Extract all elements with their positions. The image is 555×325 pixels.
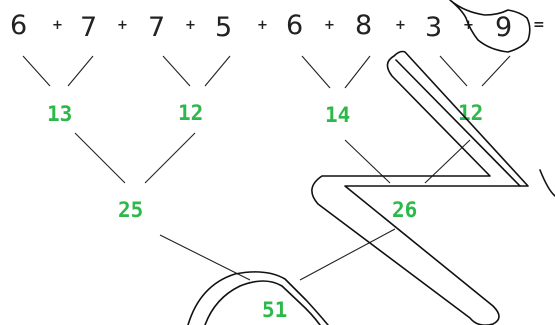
sum-51-total: 51 bbox=[262, 298, 287, 322]
term-1: 6 bbox=[10, 10, 27, 41]
term-5: 6 bbox=[286, 10, 303, 41]
connectors-total bbox=[160, 229, 395, 280]
plus-sign-4: + bbox=[257, 18, 268, 33]
plus-sign-2: + bbox=[117, 18, 128, 33]
plus-sign-6: + bbox=[395, 18, 406, 33]
term-3: 7 bbox=[148, 12, 165, 43]
connectors-level1 bbox=[23, 56, 510, 88]
term-7: 3 bbox=[425, 12, 442, 43]
sum-14: 14 bbox=[325, 103, 350, 127]
sum-13: 13 bbox=[47, 102, 72, 126]
level1-sums: 13 12 14 12 bbox=[47, 101, 483, 127]
equals-sign: = bbox=[533, 17, 545, 33]
plus-sign-5: + bbox=[324, 18, 335, 33]
term-4: 5 bbox=[215, 12, 232, 43]
sum-12-left: 12 bbox=[178, 101, 203, 125]
level2-sums: 25 26 bbox=[118, 198, 417, 222]
term-6: 8 bbox=[355, 10, 372, 41]
term-2: 7 bbox=[80, 12, 97, 43]
plus-sign-3: + bbox=[185, 18, 196, 33]
sum-26: 26 bbox=[392, 198, 417, 222]
term-8: 9 bbox=[495, 12, 512, 43]
plus-sign-1: + bbox=[52, 18, 63, 33]
sum-25: 25 bbox=[118, 198, 143, 222]
